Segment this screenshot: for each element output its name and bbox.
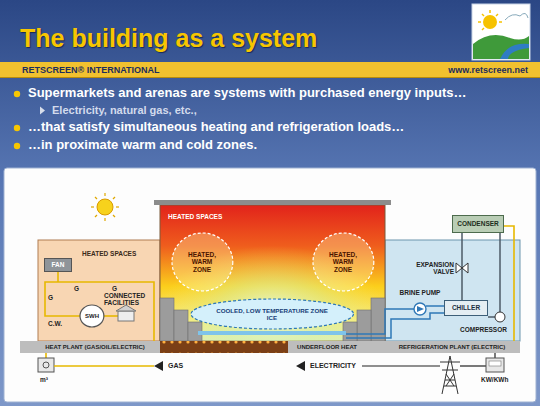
electricity-arrow [296,361,305,371]
transmission-tower [440,356,460,394]
supply-label: ELECTRICITY [310,362,356,370]
underfloor-heat-dots [160,341,288,353]
node-label: HEATED, WARM ZONE [323,251,363,273]
bullet-text: Supermarkets and arenas are systems with… [28,86,467,101]
node-text-group: HEATED, WARM ZONE [323,251,363,273]
plant-band [20,341,520,353]
node-label: HEATED SPACES [82,250,136,257]
part-label: CONNECTED FACILITIES [104,292,150,307]
warm-zone: HEATED, WARM ZONE [312,232,375,292]
swh-tank-shape [80,305,104,327]
gas-line-label: G [48,294,53,301]
brand-name: RETSCREEN® INTERNATIONAL [22,65,159,75]
sub-bullet-text: Electricity, natural gas, etc., [52,104,197,117]
brand-bar [0,62,540,77]
gas-meter [38,353,54,372]
website-url: www.retscreen.net [448,65,528,75]
meter-line [460,365,486,366]
heat-plant-wing [38,240,160,341]
condenser-box: CONDENSER [452,215,504,233]
bullet-text: …in proximate warm and cold zones. [28,138,257,153]
diagram-panel [4,168,536,402]
brine-pump-symbol [414,303,426,315]
part-label: BRINE PUMP [400,289,441,296]
part-label: EXPANSION VALVE [412,261,454,276]
cold-water-label: C.W. [48,320,62,327]
gas-line-label: G [74,285,79,292]
underfloor-heat-pipes [160,341,288,353]
node-text-group: REFRIGERATION PLANT (ELECTRIC) [399,344,506,351]
fan-box: FAN [44,258,72,272]
brand-bar-rule [0,77,540,78]
node-text-group: HEAT PLANT (GAS/OIL/ELECTRIC) [45,344,145,351]
node-text-group: CONDENSER [457,220,499,227]
compressor-symbol [495,312,505,322]
retscreen-logo [472,4,530,60]
brine-pump-impeller [417,306,424,312]
arena-cool-glow [160,205,385,341]
warm-zone-shape [172,233,233,291]
gas-line-label: G [112,285,117,292]
chiller-box: CHILLER [444,300,488,316]
node-label: HEAT PLANT (GAS/OIL/ELECTRIC) [45,344,145,351]
node-text-group: HEATED, WARM ZONE [182,251,222,273]
brine-pipes [346,306,444,338]
node-text-group: SWH [85,313,99,320]
node-label: CHILLER [452,304,480,311]
node-label: SWH [85,313,99,320]
expansion-valve-symbol [456,263,468,273]
electricity-line [362,365,440,366]
node-label: HEATED, WARM ZONE [182,251,222,273]
cooled-zone: COOLED, LOW TEMPERATURE ZONEICE [190,298,354,330]
node-text-group: HEATED SPACES [82,250,136,257]
node-text-group: CHILLER [452,304,480,311]
node-label: CONDENSER [457,220,499,227]
cooled-zone-shape [191,299,353,329]
plant-band-label: UNDERFLOOR HEAT [292,342,362,353]
connected-facilities-icon [118,311,134,321]
arena-building: HEATED SPACES HEATED, WARM ZONE HEATED, WA… [160,205,385,341]
unit-label: KW/KWh [481,376,508,383]
warm-zone: HEATED, WARM ZONE [171,232,234,292]
plant-band-label: REFRIGERATION PLANT (ELECTRIC) [387,342,517,353]
node-text-group: COOLED, LOW TEMPERATURE ZONEICE [216,307,328,321]
swh-tank: SWH [79,304,105,328]
arena-interior [160,205,385,341]
node-label: COOLED, LOW TEMPERATURE ZONE [216,307,328,314]
sun-symbol [91,193,119,221]
arena-roof [154,200,391,205]
gas-arrow [154,361,163,371]
part-label: COMPRESSOR [460,326,507,333]
node-text-group: UNDERFLOOR HEAT [297,344,357,351]
gas-line [54,365,154,367]
node-label: ICE [267,314,277,321]
node-text-group: FAN [52,261,65,268]
gas-supply-wires [45,226,514,341]
node-label: UNDERFLOOR HEAT [297,344,357,351]
unit-label: m³ [40,376,48,383]
node-label: FAN [52,261,65,268]
electric-meter [486,353,504,372]
warm-zone-shape [313,233,374,291]
plant-band-label: HEAT PLANT (GAS/OIL/ELECTRIC) [36,342,154,353]
node-text-group: HEATED SPACES [168,213,222,220]
ice-slab [198,331,346,335]
node-label: REFRIGERATION PLANT (ELECTRIC) [399,344,506,351]
node-label: HEATED SPACES [168,213,222,220]
supply-label: GAS [168,362,183,370]
slide-title: The building as a system [20,24,317,53]
bullet-text: …that satisfy simultaneous heating and r… [28,120,404,135]
